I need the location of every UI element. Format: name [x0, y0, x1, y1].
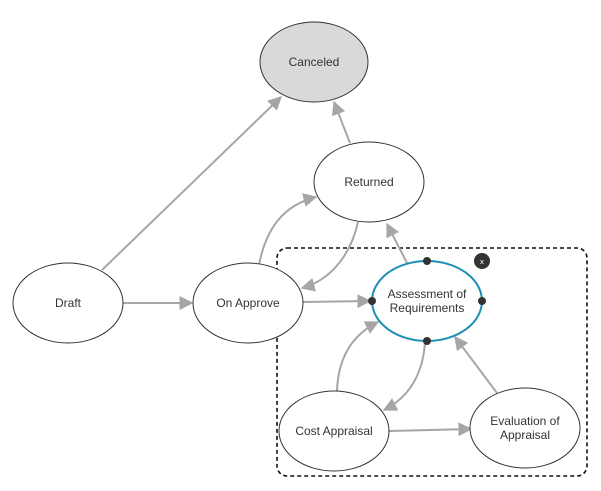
node-assessment-of-requirements[interactable]: Assessment of Requirements: [368, 257, 486, 345]
selection-group-box[interactable]: [276, 247, 588, 477]
node-label-canceled: Canceled: [289, 55, 340, 69]
node-canceled[interactable]: Canceled: [259, 21, 369, 103]
edge-assessment-to-cost-appraisal[interactable]: [382, 341, 426, 411]
resize-handle-right[interactable]: [478, 297, 486, 305]
edges-layer: [101, 96, 498, 437]
edge-on-approve-to-assessment[interactable]: [302, 294, 372, 309]
node-on-approve[interactable]: On Approve: [192, 262, 304, 344]
edge-assessment-to-returned[interactable]: [386, 222, 408, 264]
node-label-draft: Draft: [55, 296, 82, 310]
node-label-cost-appraisal: Cost Appraisal: [295, 424, 372, 438]
edge-returned-to-on-approve[interactable]: [300, 221, 359, 292]
node-label-assessment-line-2: Requirements: [390, 301, 465, 315]
edge-returned-to-canceled[interactable]: [332, 100, 351, 144]
close-icon[interactable]: x: [474, 253, 490, 269]
resize-handle-left[interactable]: [368, 297, 376, 305]
edge-cost-appraisal-to-assessment[interactable]: [336, 321, 380, 392]
edge-cost-appraisal-to-evaluation[interactable]: [388, 422, 473, 437]
node-draft[interactable]: Draft: [12, 262, 124, 344]
node-evaluation-of-appraisal[interactable]: Evaluation of Appraisal: [469, 387, 581, 469]
resize-handle-top[interactable]: [423, 257, 431, 265]
node-label-assessment-line-1: Assessment of: [388, 287, 467, 301]
node-label-evaluation-line-2: Appraisal: [500, 428, 550, 442]
node-label-evaluation-line-1: Evaluation of: [490, 414, 560, 428]
node-label-returned: Returned: [344, 175, 393, 189]
edge-evaluation-to-assessment[interactable]: [454, 335, 498, 394]
edge-draft-to-canceled[interactable]: [101, 96, 283, 271]
edge-on-approve-to-returned[interactable]: [258, 193, 318, 266]
node-cost-appraisal[interactable]: Cost Appraisal: [278, 390, 390, 472]
node-label-on-approve: On Approve: [216, 296, 280, 310]
close-icon-glyph: x: [480, 258, 484, 266]
node-returned[interactable]: Returned: [313, 141, 425, 223]
resize-handle-bottom[interactable]: [423, 337, 431, 345]
